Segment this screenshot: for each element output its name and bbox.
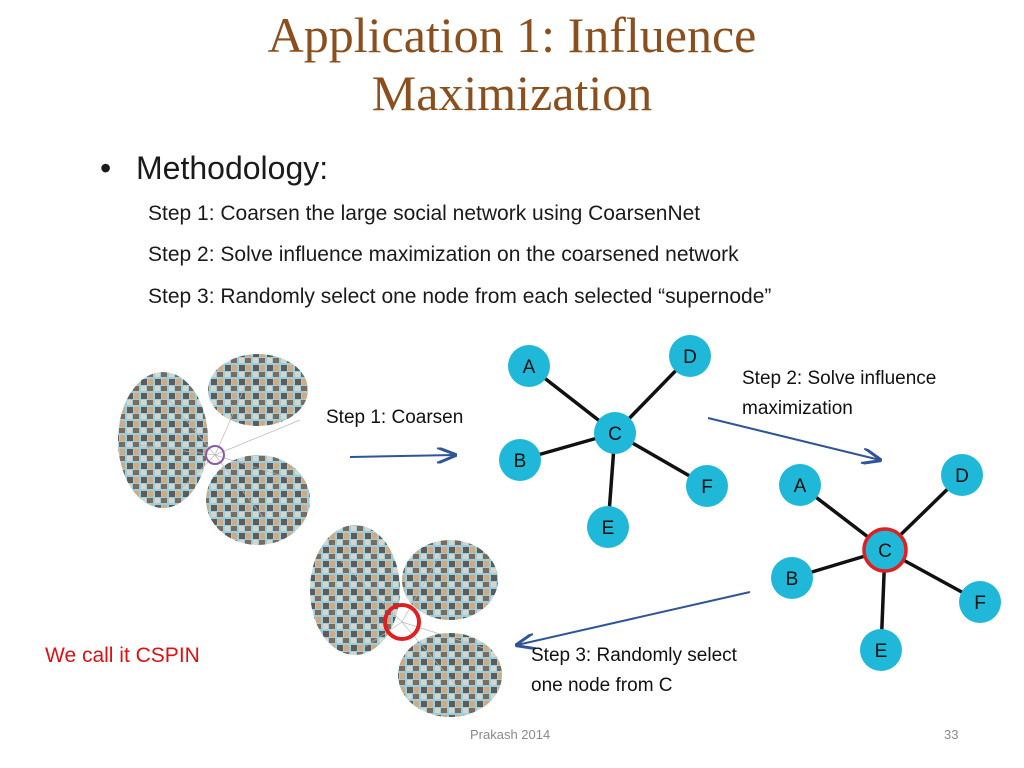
slide-title-line-1: Application 1: Influence bbox=[267, 7, 757, 63]
graph1-node-a: A bbox=[523, 357, 536, 378]
step-2-label-line-2: maximization bbox=[742, 398, 853, 419]
footer-author: Prakash 2014 bbox=[470, 727, 551, 742]
graph1-node-d: D bbox=[683, 347, 697, 368]
graph2-node-e: E bbox=[875, 641, 888, 662]
bullet-dot: • bbox=[100, 150, 112, 186]
step-2-label: Step 2: Solve influence maximization bbox=[742, 364, 936, 424]
page-number: 33 bbox=[944, 727, 959, 742]
social-network-image bbox=[118, 354, 310, 545]
methodology-bullet: • Methodology: bbox=[100, 150, 328, 187]
graph2-node-c: C bbox=[878, 541, 892, 562]
graph2-node-f: F bbox=[974, 593, 986, 614]
graph2-node-b: B bbox=[786, 569, 799, 590]
step-2-arrow bbox=[707, 417, 880, 460]
step-3-arrow bbox=[517, 591, 751, 645]
graph2-node-a: A bbox=[794, 476, 807, 497]
step-2-label-line-1: Step 2: Solve influence bbox=[742, 368, 937, 389]
graph1-node-b: B bbox=[514, 451, 527, 472]
cspin-callout: We call it CSPIN bbox=[45, 644, 200, 667]
coarsened-graph-2: A D C B F E bbox=[771, 454, 1001, 671]
step-3-text: Step 3: Randomly select one node from ea… bbox=[148, 285, 772, 308]
graph1-node-e: E bbox=[602, 518, 615, 539]
step-2-text: Step 2: Solve influence maximization on … bbox=[148, 243, 739, 266]
selected-node-highlight bbox=[383, 603, 421, 641]
step-3-label: Step 3: Randomly select one node from C bbox=[531, 641, 737, 701]
graph1-node-f: F bbox=[701, 477, 713, 498]
step-1-arrow bbox=[349, 455, 455, 457]
graph1-node-c: C bbox=[608, 424, 622, 445]
coarsened-graph-1: A D C B F E bbox=[499, 335, 728, 548]
step-1-label: Step 1: Coarsen bbox=[326, 407, 464, 428]
slide-title-line-2: Maximization bbox=[371, 65, 653, 121]
methodology-heading: Methodology: bbox=[136, 150, 329, 186]
step-3-label-line-2: one node from C bbox=[531, 675, 673, 696]
step-3-label-line-1: Step 3: Randomly select bbox=[531, 645, 737, 666]
step-1-text: Step 1: Coarsen the large social network… bbox=[148, 202, 701, 225]
selected-network-image bbox=[310, 525, 502, 717]
graph2-node-d: D bbox=[955, 466, 969, 487]
slide-title: Application 1: Influence Maximization bbox=[0, 6, 1024, 122]
